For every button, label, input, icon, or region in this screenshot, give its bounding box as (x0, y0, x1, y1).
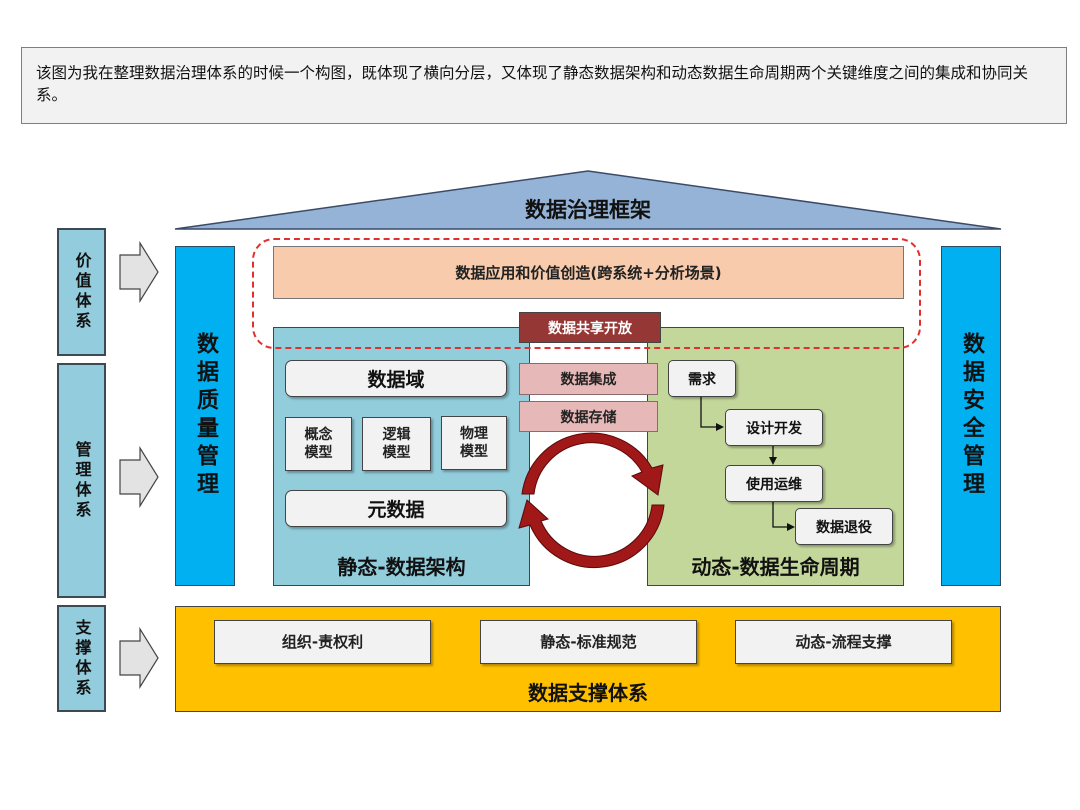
left-label-management: 管理体系 (57, 363, 106, 598)
arrow-right-icon (119, 240, 159, 690)
step-requirement: 需求 (668, 360, 736, 397)
metadata-box: 元数据 (285, 490, 507, 527)
cycle-arrows-icon (518, 432, 665, 569)
roof-triangle (174, 170, 1002, 230)
static-caption: 静态-数据架构 (337, 555, 466, 579)
description-note: 该图为我在整理数据治理体系的时候一个构图，既体现了横向分层，又体现了静态数据架构… (21, 47, 1067, 124)
dynamic-caption: 动态-数据生命周期 (691, 555, 860, 579)
data-domain-box: 数据域 (285, 360, 507, 397)
support-caption: 数据支撑体系 (528, 681, 648, 705)
data-security-pillar: 数据安全管理 (941, 246, 1001, 586)
value-creation-bar: 数据应用和价值创造(跨系统+分析场景) (273, 246, 904, 299)
data-integration-box: 数据集成 (519, 363, 658, 395)
physical-model-box: 物理模型 (441, 416, 507, 470)
step-design-develop: 设计开发 (725, 409, 823, 446)
data-quality-pillar: 数据质量管理 (175, 246, 235, 586)
support-item-process: 动态-流程支撑 (735, 620, 952, 664)
logical-model-box: 逻辑模型 (362, 417, 431, 471)
support-item-standards: 静态-标准规范 (480, 620, 697, 664)
left-label-support: 支撑体系 (57, 605, 106, 712)
left-label-value: 价值体系 (57, 228, 106, 356)
step-operate: 使用运维 (725, 465, 823, 502)
dashed-value-boundary (252, 238, 921, 349)
conceptual-model-box: 概念模型 (285, 417, 352, 471)
support-item-organization: 组织-责权利 (214, 620, 431, 664)
data-storage-box: 数据存储 (519, 401, 658, 432)
roof-title: 数据治理框架 (525, 198, 651, 222)
data-sharing-label: 数据共享开放 (519, 312, 661, 343)
step-retire: 数据退役 (795, 508, 893, 545)
